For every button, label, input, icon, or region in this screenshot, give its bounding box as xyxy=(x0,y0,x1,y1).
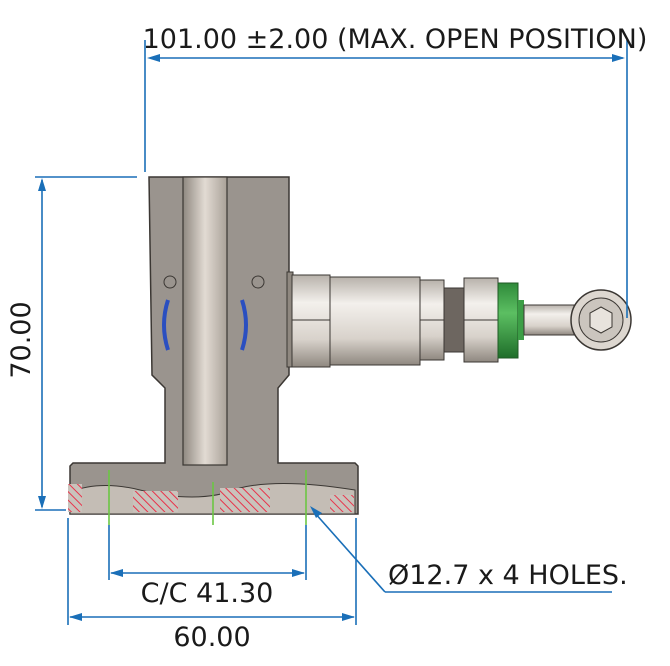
height-label: 70.00 xyxy=(6,301,37,378)
green-seal-ring xyxy=(497,282,519,359)
stem xyxy=(523,304,575,336)
dimension-lines xyxy=(35,40,628,625)
holes-note-label: Ø12.7 x 4 HOLES. xyxy=(388,560,628,591)
centerlines xyxy=(108,470,307,525)
base-width-label: 60.00 xyxy=(173,622,250,653)
hex-socket-icon xyxy=(589,306,613,334)
actuator-assembly xyxy=(286,271,632,368)
hole-spacing-label: C/C 41.30 xyxy=(141,578,274,609)
hex-nut xyxy=(291,274,331,368)
section-hatch xyxy=(68,484,354,512)
tube xyxy=(182,176,228,466)
overall-length-label: 101.00 ±2.00 (MAX. OPEN POSITION) xyxy=(143,24,648,55)
